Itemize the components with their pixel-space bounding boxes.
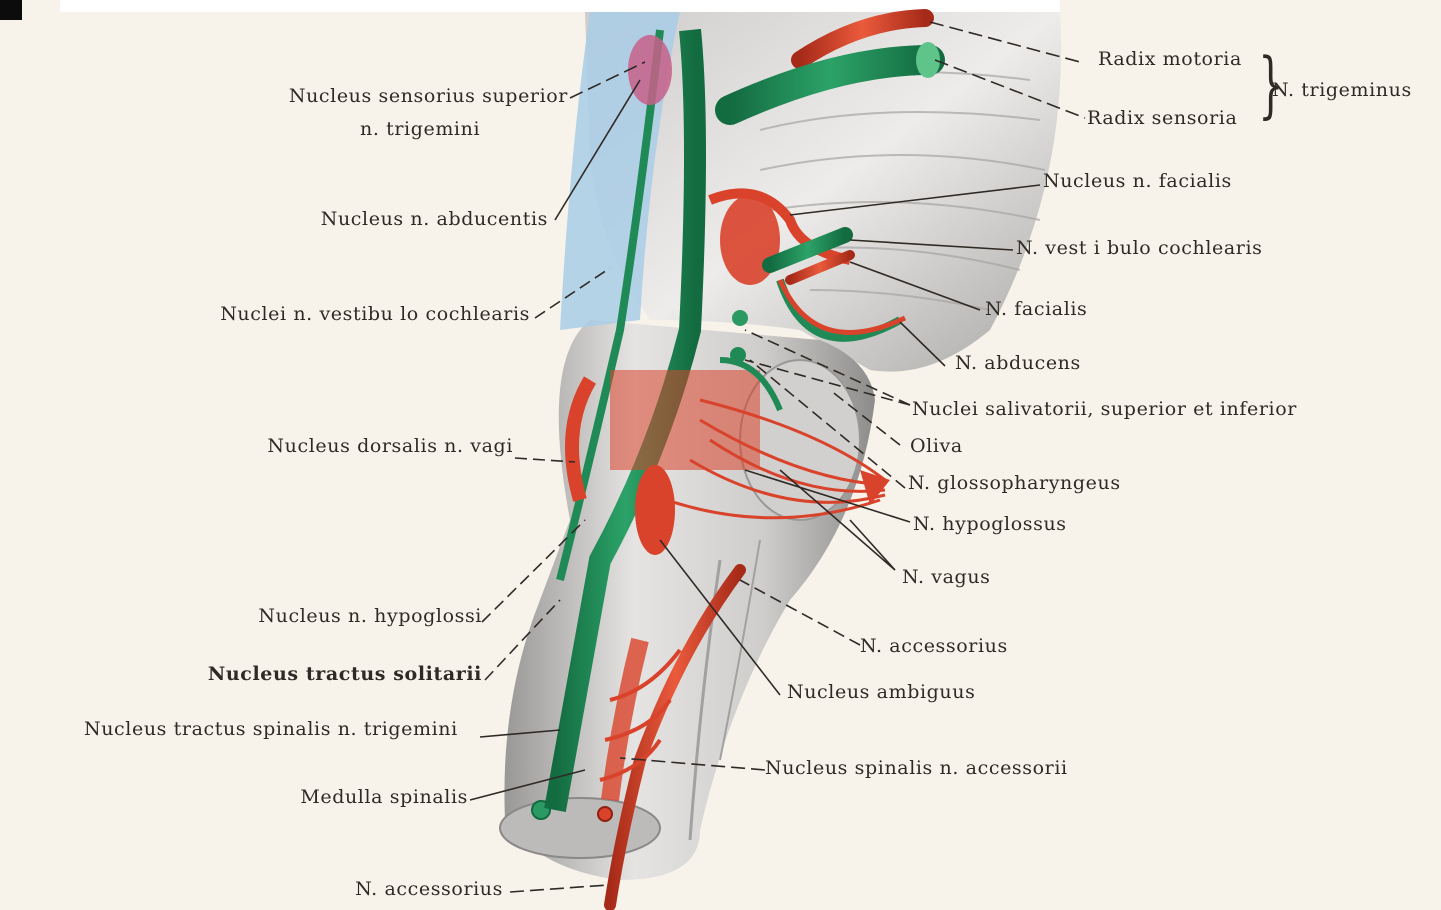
vagal-nuclei-block: [610, 370, 760, 470]
label-nucleus-n-abducentis: Nucleus n. abducentis: [300, 208, 548, 230]
label-nucleus-tractus-solitarii: Nucleus tractus solitarii: [200, 663, 482, 685]
label-n-trigeminus: N. trigeminus: [1272, 79, 1412, 101]
label-oliva: Oliva: [910, 435, 963, 457]
label-radix-motoria: Radix motoria: [1098, 48, 1242, 70]
label-nucleus-sensorius-superior: Nucleus sensorius superior: [250, 85, 568, 107]
nucleus-ambiguus-shape: [635, 465, 675, 555]
label-nucleus-n-facialis: Nucleus n. facialis: [1043, 170, 1232, 192]
label-medulla-spinalis: Medulla spinalis: [240, 786, 468, 808]
label-nucleus-n-hypoglossi: Nucleus n. hypoglossi: [220, 605, 482, 627]
label-nucleus-sensorius-superior-line2: n. trigemini: [360, 118, 480, 140]
label-nucleus-spinalis-n-accessorii: Nucleus spinalis n. accessorii: [765, 757, 1068, 779]
label-n-abducens: N. abducens: [955, 352, 1081, 374]
label-nucleus-dorsalis-n-vagi: Nucleus dorsalis n. vagi: [220, 435, 513, 457]
label-n-facialis: N. facialis: [985, 298, 1087, 320]
label-nucleus-tractus-spinalis: Nucleus tractus spinalis n. trigemini: [84, 718, 458, 740]
label-n-glossopharyngeus: N. glossopharyngeus: [908, 472, 1121, 494]
label-n-hypoglossus: N. hypoglossus: [913, 513, 1067, 535]
label-n-accessorius: N. accessorius: [860, 635, 1008, 657]
label-n-accessorius-bottom: N. accessorius: [300, 878, 503, 900]
label-radix-sensoria: Radix sensoria: [1087, 107, 1237, 129]
label-nuclei-salivatorii: Nuclei salivatorii, superior et inferior: [912, 398, 1297, 420]
label-n-vestibulocochlearis: N. vest i bulo cochlearis: [1016, 237, 1262, 259]
label-nuclei-n-vestibulo-cochlearis: Nuclei n. vestibu lo cochlearis: [170, 303, 530, 325]
label-nucleus-ambiguus: Nucleus ambiguus: [787, 681, 975, 703]
nucleus-sensorius-superior-shape: [628, 35, 672, 105]
medulla-cut-surface: [500, 798, 660, 858]
label-n-vagus: N. vagus: [902, 566, 991, 588]
